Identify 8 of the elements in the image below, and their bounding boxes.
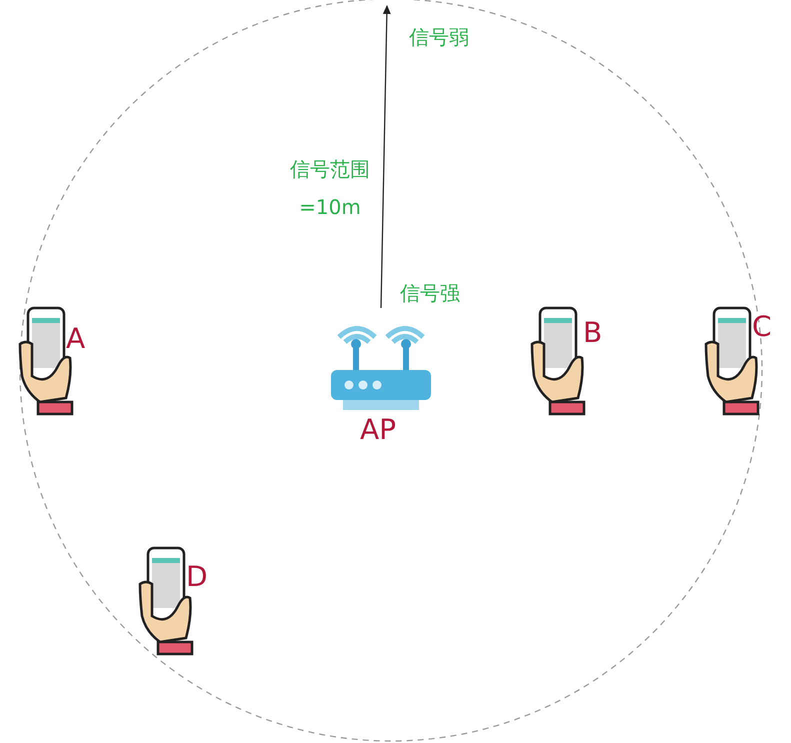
device-label: AP xyxy=(360,415,396,445)
signal-note: 信号强 xyxy=(399,280,461,307)
device-label: C xyxy=(752,312,772,342)
signal-note: 信号范围 =10m xyxy=(289,156,371,221)
device-label: D xyxy=(186,562,208,592)
device-label: B xyxy=(583,318,602,348)
device-label: A xyxy=(66,324,86,354)
signal-note: 信号弱 xyxy=(408,24,470,51)
